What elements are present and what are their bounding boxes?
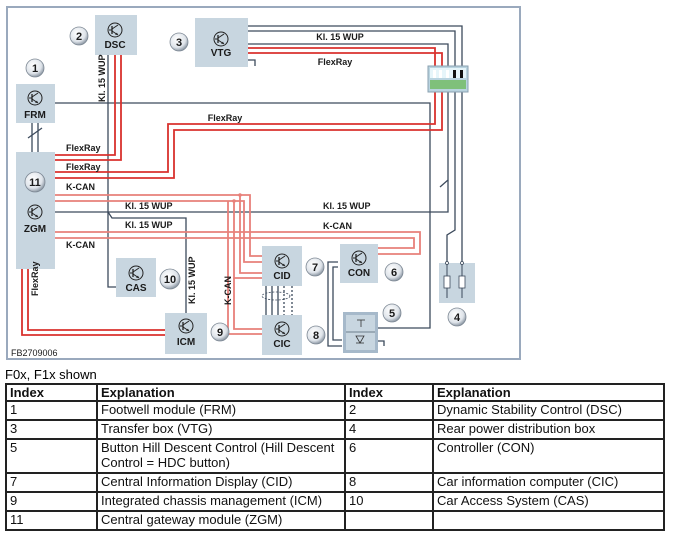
legend-row: 1 Footwell module (FRM) 2 Dynamic Stabil…	[5, 400, 665, 421]
flexray-star-connector	[427, 65, 469, 93]
module-label: DSC	[104, 40, 125, 51]
cell-explanation: Central gateway module (ZGM)	[96, 510, 346, 531]
legend-row: 9 Integrated chassis management (ICM) 10…	[5, 491, 665, 512]
bus-label-flexray-icm: FlexRay	[30, 261, 40, 296]
module-label: CON	[348, 268, 370, 279]
legend-row: 5 Button Hill Descent Control (Hill Desc…	[5, 438, 665, 474]
bus-label-kl15-vertical: Kl. 15 WUP	[187, 256, 197, 304]
module-label: VTG	[211, 48, 232, 59]
legend-row: 7 Central Information Display (CID) 8 Ca…	[5, 472, 665, 493]
svg-text:5: 5	[389, 308, 395, 320]
cell-index: 10	[344, 491, 434, 512]
module-power-distribution-box[interactable]	[439, 261, 475, 304]
index-bubble-7: 7	[305, 257, 325, 277]
module-label: ICM	[177, 337, 195, 348]
cell-index: 2	[344, 400, 434, 421]
cell-explanation: Transfer box (VTG)	[96, 419, 346, 440]
svg-text:1: 1	[32, 63, 38, 75]
module-hdc-button[interactable]	[343, 312, 378, 353]
header-explanation: Explanation	[96, 383, 346, 402]
module-label: ZGM	[24, 224, 46, 235]
bus-label-kcan-right: K-CAN	[323, 221, 352, 231]
kl15-wires	[27, 25, 463, 347]
index-bubble-4: 4	[447, 307, 467, 327]
bus-label-flexray-vtg: FlexRay	[318, 57, 353, 67]
module-con[interactable]: CON	[340, 244, 378, 283]
module-label: CAS	[125, 283, 146, 294]
header-index: Index	[344, 383, 434, 402]
module-cic[interactable]: CIC	[262, 315, 302, 355]
index-bubble-11: 11	[24, 171, 46, 193]
bus-label-kcan-upper: K-CAN	[66, 182, 95, 192]
legend-header-row: Index Explanation Index Explanation	[5, 383, 665, 402]
header-explanation: Explanation	[432, 383, 665, 402]
module-icm[interactable]: ICM	[165, 313, 207, 354]
cell-explanation: Central Information Display (CID)	[96, 472, 346, 493]
bus-label-flexray-zgm: FlexRay	[66, 162, 101, 172]
svg-text:11: 11	[29, 177, 41, 189]
header-index: Index	[5, 383, 98, 402]
module-vtg[interactable]: VTG	[195, 18, 248, 67]
cell-index: 1	[5, 400, 98, 421]
svg-text:7: 7	[312, 262, 318, 274]
cell-explanation	[432, 510, 665, 531]
cell-explanation: Button Hill Descent Control (Hill Descen…	[96, 438, 346, 474]
cell-index: 8	[344, 472, 434, 493]
figure-caption: F0x, F1x shown	[5, 367, 97, 382]
svg-text:10: 10	[164, 274, 176, 286]
module-label: FRM	[24, 110, 46, 121]
legend-row: 3 Transfer box (VTG) 4 Rear power distri…	[5, 419, 665, 440]
bus-label-kl15-zgm: Kl. 15 WUP	[125, 201, 173, 211]
index-bubble-5: 5	[382, 303, 402, 323]
cell-index: 11	[5, 510, 98, 531]
bus-label-flexray-dsc: FlexRay	[66, 143, 101, 153]
svg-text:6: 6	[391, 267, 397, 279]
index-bubble-3: 3	[169, 32, 189, 52]
svg-text:3: 3	[176, 37, 182, 49]
module-dsc[interactable]: DSC	[95, 15, 137, 55]
cell-index: 9	[5, 491, 98, 512]
cell-explanation: Controller (CON)	[432, 438, 665, 474]
bus-label-flexray-main: FlexRay	[208, 113, 243, 123]
module-cid[interactable]: CID	[262, 246, 302, 286]
svg-text:8: 8	[313, 330, 319, 342]
legend-table: Index Explanation Index Explanation 1 Fo…	[5, 383, 665, 531]
index-bubble-10: 10	[159, 268, 181, 290]
bus-label-kcan-lower: K-CAN	[66, 240, 95, 250]
cell-index	[344, 510, 434, 531]
cell-explanation: Footwell module (FRM)	[96, 400, 346, 421]
cell-explanation: Integrated chassis management (ICM)	[96, 491, 346, 512]
index-bubble-2: 2	[69, 26, 89, 46]
module-label: CIC	[273, 339, 290, 350]
cell-index: 4	[344, 419, 434, 440]
bus-label-kl15-right: Kl. 15 WUP	[323, 201, 371, 211]
svg-text:9: 9	[217, 327, 223, 339]
figure-code: FB2709006	[11, 348, 58, 358]
bus-label-kl15-dsc: Kl. 15 WUP	[97, 54, 107, 102]
cell-index: 3	[5, 419, 98, 440]
index-bubble-6: 6	[384, 262, 404, 282]
bus-topology-diagram: FRM DSC VTG ZGM CAS ICM CID CIC CON	[6, 6, 521, 360]
cell-index: 6	[344, 438, 434, 474]
module-label: CID	[273, 271, 290, 282]
cable-shield	[261, 291, 291, 301]
cell-index: 5	[5, 438, 98, 474]
legend-row: 11 Central gateway module (ZGM)	[5, 510, 665, 531]
svg-text:2: 2	[76, 31, 82, 43]
cell-explanation: Car Access System (CAS)	[432, 491, 665, 512]
cell-index: 7	[5, 472, 98, 493]
index-bubble-1: 1	[25, 58, 45, 78]
index-bubble-9: 9	[210, 322, 230, 342]
bus-label-kl15-vtg: Kl. 15 WUP	[316, 32, 364, 42]
module-frm[interactable]: FRM	[16, 84, 55, 123]
cell-explanation: Car information computer (CIC)	[432, 472, 665, 493]
module-zgm[interactable]: ZGM	[16, 152, 55, 269]
cell-explanation: Dynamic Stability Control (DSC)	[432, 400, 665, 421]
cell-explanation: Rear power distribution box	[432, 419, 665, 440]
bus-label-kl15-icm: Kl. 15 WUP	[125, 220, 173, 230]
bus-label-kcan-vertical: K-CAN	[223, 276, 233, 305]
module-cas[interactable]: CAS	[116, 258, 156, 297]
index-bubble-8: 8	[306, 325, 326, 345]
svg-text:4: 4	[454, 312, 461, 324]
